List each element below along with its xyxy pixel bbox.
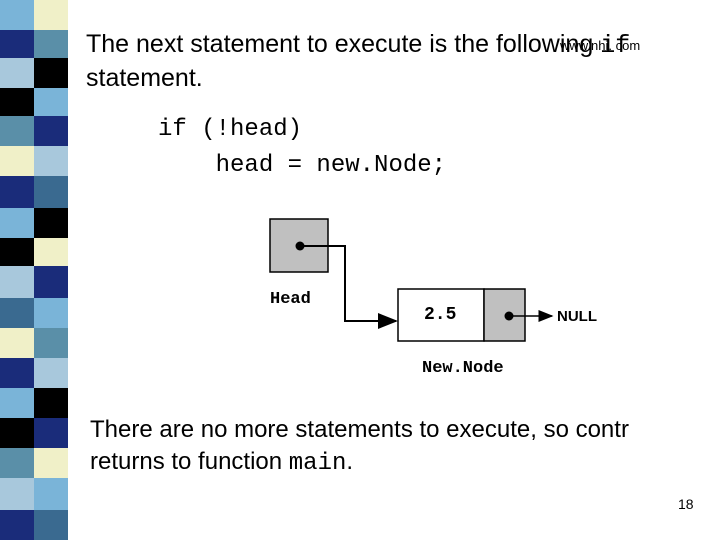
code-line-2: head = new.Node; xyxy=(158,152,447,179)
closing-text-line1: There are no more statements to execute,… xyxy=(90,416,629,443)
node-label: New.Node xyxy=(422,359,504,378)
code-block: if (!head) head = new.Node; xyxy=(158,112,446,184)
node-next-box xyxy=(483,288,526,342)
code-line-1: if (!head) xyxy=(158,116,303,143)
closing-code-main: main xyxy=(288,450,347,477)
watermark-text: www.nhi. com xyxy=(560,38,641,53)
page-number: 18 xyxy=(678,496,694,512)
node-value: 2.5 xyxy=(424,305,456,325)
node-data-box xyxy=(397,288,485,342)
head-to-node-arrow xyxy=(300,245,398,329)
intro-code-keyword: if xyxy=(600,31,631,60)
closing-text-prefix: returns to function xyxy=(90,448,289,475)
null-label: NULL xyxy=(557,308,597,325)
closing-paragraph: There are no more statements to execute,… xyxy=(90,414,629,480)
intro-text-line1: The next statement to execute is the fol… xyxy=(86,30,601,58)
head-label: Head xyxy=(270,290,311,309)
closing-text-suffix: . xyxy=(346,448,354,475)
intro-text-line2: statement. xyxy=(86,64,203,92)
decorative-side-stripe xyxy=(0,0,68,540)
intro-paragraph: The next statement to execute is the fol… xyxy=(86,28,630,94)
